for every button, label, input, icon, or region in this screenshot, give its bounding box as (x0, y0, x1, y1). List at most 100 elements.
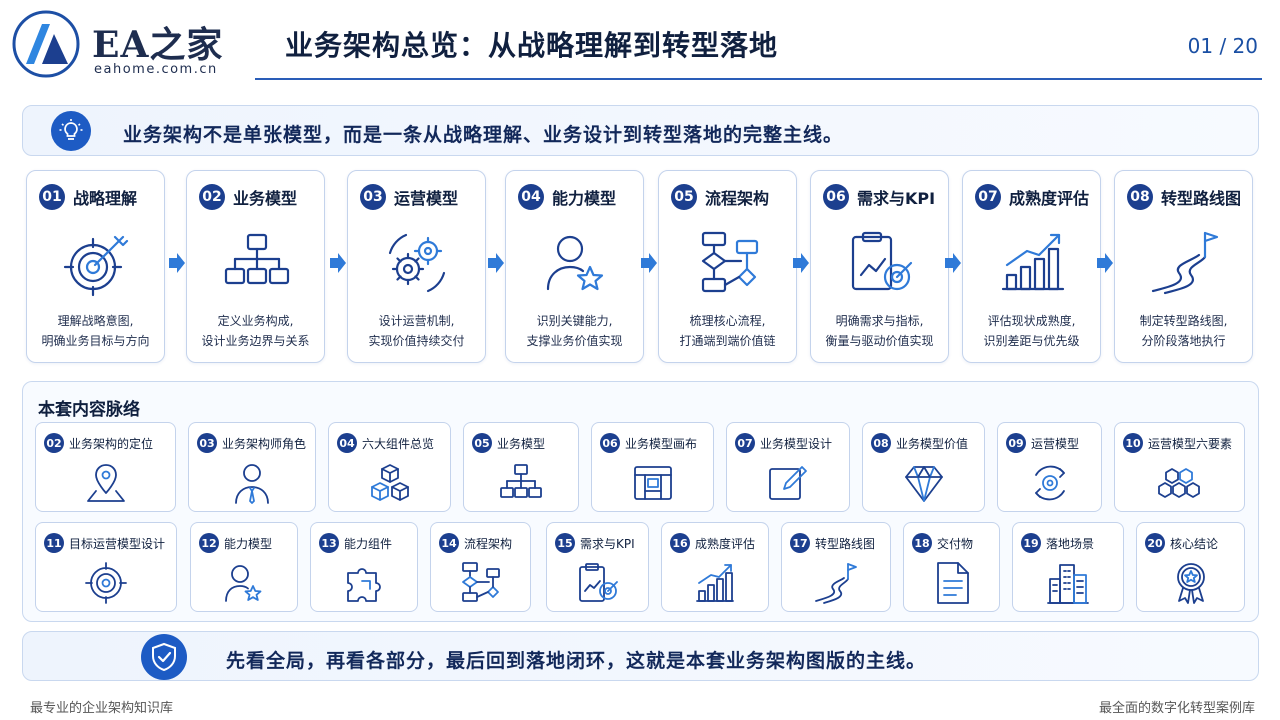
clipboard-target-icon (851, 231, 913, 291)
content-item[interactable]: 20 核心结论 (1136, 522, 1245, 612)
summary-banner: 先看全局，再看各部分，最后回到落地闭环，这就是本套业务架构图版的主线。 (22, 631, 1259, 681)
logo-title: EA之家 (92, 24, 224, 66)
arrow-right-icon (330, 253, 346, 273)
step-title: 运营模型 (394, 189, 459, 208)
step-number: 07 (975, 184, 1001, 210)
growth-chart-icon (1001, 233, 1065, 291)
step-desc-line2: 识别差距与优先级 (983, 334, 1080, 348)
item-number: 02 (44, 433, 64, 453)
roadmap-icon (815, 563, 857, 604)
step-desc-line1: 理解战略意图, (57, 314, 134, 328)
step-desc-line1: 制定转型路线图, (1139, 314, 1228, 328)
step-number: 08 (1127, 184, 1153, 210)
roadmap-icon (1151, 231, 1219, 295)
step-desc-line2: 分阶段落地执行 (1141, 334, 1226, 348)
gear-cycle-icon (1034, 465, 1065, 501)
puzzle-icon (347, 568, 381, 602)
item-title: 成熟度评估 (695, 536, 756, 551)
hierarchy-icon (500, 464, 542, 498)
page-number: 01 / 20 (1187, 34, 1258, 58)
canvas-icon (633, 466, 672, 500)
item-title: 需求与KPI (580, 536, 635, 551)
lightbulb-icon (51, 111, 91, 151)
item-number: 19 (1021, 533, 1041, 553)
item-title: 运营模型六要素 (1148, 436, 1233, 451)
step-title: 战略理解 (73, 189, 138, 208)
item-number: 15 (555, 533, 575, 553)
item-number: 10 (1123, 433, 1143, 453)
step-desc-line1: 评估现状成熟度, (987, 314, 1076, 328)
item-title: 业务模型设计 (760, 436, 833, 451)
hierarchy-icon (224, 233, 290, 285)
process-card-maturity-assessment: 07 成熟度评估 评估现状成熟度, 识别差距与优先级 (962, 170, 1101, 363)
cubes-icon (370, 464, 409, 501)
process-card-roadmap: 08 转型路线图 制定转型路线图, 分阶段落地执行 (1114, 170, 1253, 363)
step-desc-line2: 明确业务目标与方向 (41, 334, 150, 348)
step-number: 06 (823, 184, 849, 210)
arrow-right-icon (641, 253, 657, 273)
item-title: 核心结论 (1170, 536, 1219, 551)
step-desc-line1: 梳理核心流程, (689, 314, 766, 328)
footer-right-text: 最全面的数字化转型案例库 (1098, 701, 1255, 716)
logo: EA之家 eahome.com.cn (12, 10, 252, 82)
page-title: 业务架构总览：从战略理解到转型落地 (285, 29, 779, 62)
banner-text: 业务架构不是单张模型，而是一条从战略理解、业务设计到转型落地的完整主线。 (123, 124, 844, 146)
step-title: 转型路线图 (1161, 189, 1242, 208)
item-title: 业务模型价值 (896, 436, 969, 451)
item-title: 业务模型画布 (625, 436, 698, 451)
item-title: 转型路线图 (815, 536, 876, 551)
arrow-right-icon (169, 253, 185, 273)
arrow-right-icon (488, 253, 504, 273)
diamond-icon (904, 466, 943, 502)
intro-banner: 业务架构不是单张模型，而是一条从战略理解、业务设计到转型落地的完整主线。 (22, 105, 1259, 156)
map-pin-icon (86, 464, 125, 502)
item-title: 能力组件 (344, 536, 393, 551)
step-number: 03 (360, 184, 386, 210)
item-title: 流程架构 (464, 536, 513, 551)
arrow-right-icon (945, 253, 961, 273)
item-title: 业务架构师角色 (222, 436, 307, 451)
item-number: 20 (1145, 533, 1165, 553)
clipboard-target-icon (578, 563, 618, 602)
step-title: 成熟度评估 (1009, 189, 1090, 208)
step-desc-line2: 设计业务边界与关系 (201, 334, 310, 348)
item-number: 07 (735, 433, 755, 453)
step-number: 05 (671, 184, 697, 210)
target-icon (85, 562, 127, 604)
arrow-right-icon (1097, 253, 1113, 273)
content-item[interactable]: 07 业务模型设计 (726, 422, 850, 512)
step-title: 业务模型 (233, 189, 298, 208)
item-title: 目标运营模型设计 (69, 536, 166, 551)
step-desc-line1: 明确需求与指标, (835, 314, 924, 328)
content-item[interactable]: 10 运营模型六要素 (1114, 422, 1245, 512)
summary-text: 先看全局，再看各部分，最后回到落地闭环，这就是本套业务架构图版的主线。 (226, 650, 927, 672)
step-title: 流程架构 (705, 189, 770, 208)
step-desc-line2: 打通端到端价值链 (679, 334, 776, 348)
flowchart-icon (461, 562, 500, 602)
item-number: 04 (337, 433, 357, 453)
content-item[interactable]: 15 需求与KPI (546, 522, 649, 612)
item-title: 业务模型 (497, 436, 546, 451)
step-desc-line1: 定义业务构成, (217, 314, 294, 328)
item-title: 运营模型 (1031, 436, 1080, 451)
hexagons-icon (1157, 468, 1200, 498)
